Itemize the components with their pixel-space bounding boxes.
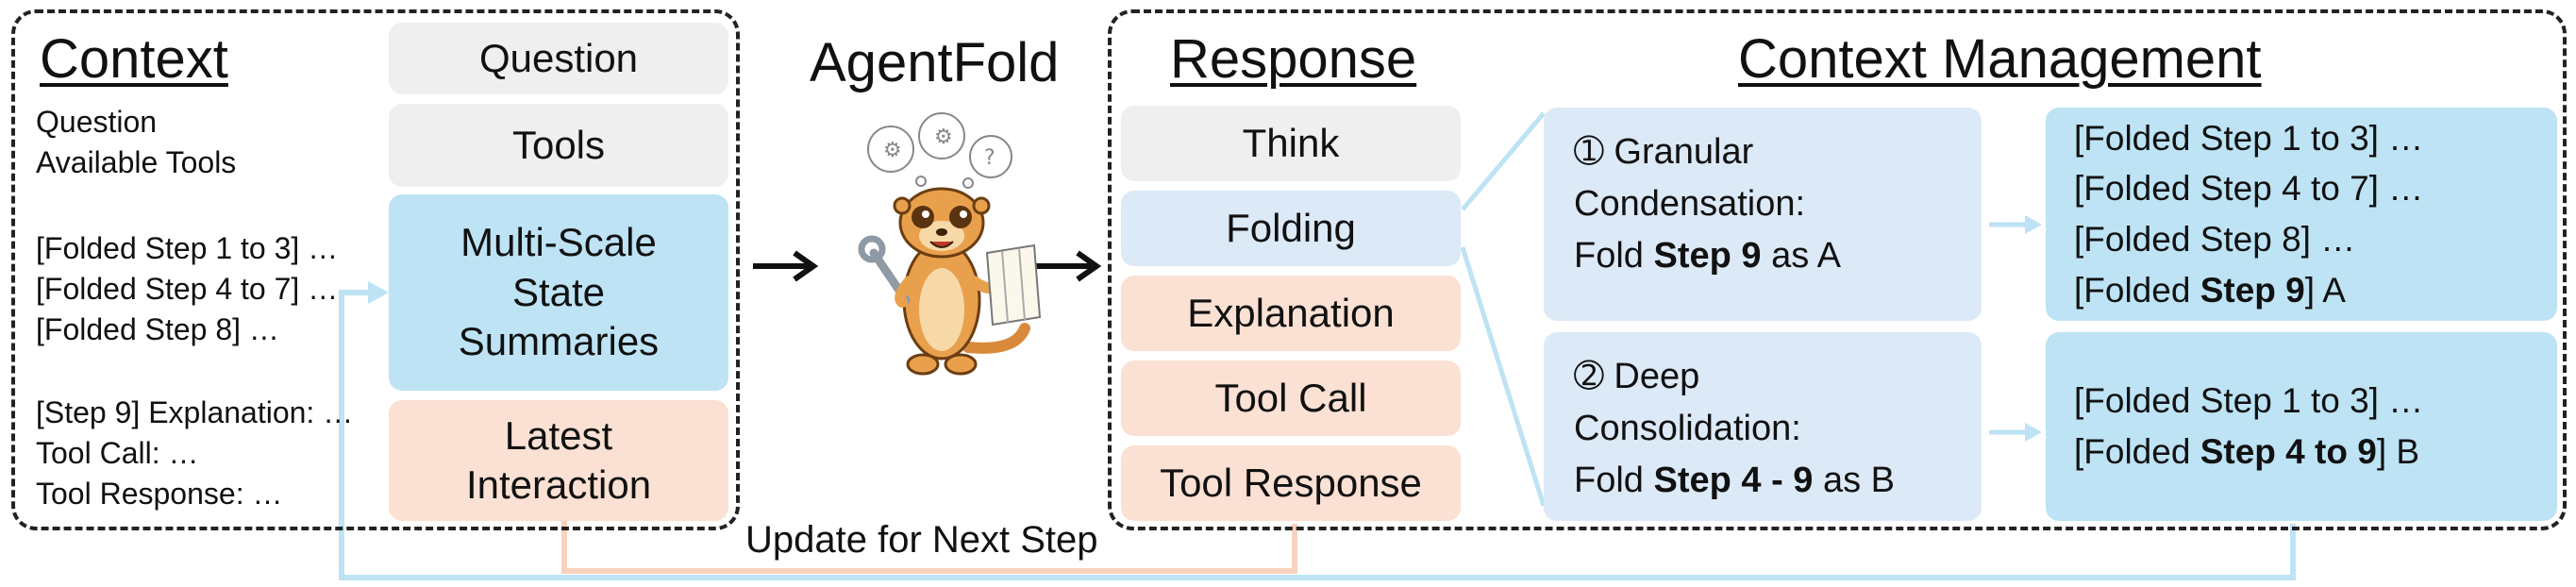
response-think-box: Think — [1121, 106, 1461, 181]
option-number-two: ➁ — [1574, 357, 1604, 396]
response-explanation-box: Explanation — [1121, 276, 1461, 351]
context-tools-line: Available Tools — [36, 145, 237, 179]
summaries-label-line: State — [511, 269, 606, 314]
result-b-line2-prefix: [Folded — [2074, 432, 2200, 471]
context-management-title: Context Management — [1738, 28, 2262, 90]
response-tool-response-box: Tool Response — [1121, 445, 1461, 521]
response-folding-box: Folding — [1121, 191, 1461, 266]
response-tool-call-box: Tool Call — [1121, 361, 1461, 436]
context-question-line: Question — [36, 105, 158, 139]
agent-name: AgentFold — [810, 32, 1060, 93]
context-frame — [11, 9, 740, 530]
response-frame — [1108, 9, 2567, 530]
result-b-line: [Folded Step 1 to 3] … — [2074, 381, 2424, 421]
latest-label-line: Latest — [504, 412, 613, 458]
summaries-label-line: Multi-Scale — [460, 220, 657, 265]
response-item-label: Folding — [1226, 205, 1356, 250]
feedback-line-peach — [561, 521, 1297, 574]
result-a-line: [Folded Step 4 to 7] … — [2074, 169, 2424, 209]
feedback-line-blue — [339, 290, 2296, 580]
connector-line — [1460, 246, 1547, 507]
interaction-line: Tool Call: … — [36, 436, 199, 471]
latest-interaction-box: Latest Interaction — [389, 400, 728, 521]
deep-line2: Consolidation: — [1574, 409, 1801, 449]
deep-consolidation-box: ➁ Deep Consolidation: Fold Step 4 - 9 as… — [1544, 332, 1982, 521]
tools-box: Tools — [389, 104, 728, 187]
interaction-line: [Step 9] Explanation: … — [36, 395, 354, 429]
question-box-label: Question — [478, 35, 639, 80]
latest-label-line: Interaction — [465, 462, 652, 507]
feedback-arrow-blue — [368, 281, 389, 304]
granular-fold-prefix: Fold — [1574, 236, 1654, 277]
arrow-head-b — [2025, 423, 2042, 442]
interaction-line: Tool Response: … — [36, 477, 283, 512]
granular-fold-suffix: as A — [1761, 236, 1842, 277]
response-item-label: Think — [1242, 120, 1340, 165]
result-a-line: [Folded Step 1 to 3] … — [2074, 118, 2424, 158]
svg-text:⚙: ⚙ — [883, 139, 902, 162]
arrow-head-a — [2025, 215, 2042, 234]
meerkat-mascot-icon: ⚙ ⚙ ? — [858, 112, 1042, 376]
svg-text:?: ? — [984, 146, 995, 170]
granular-fold-step: Step 9 — [1653, 236, 1762, 277]
latest-interaction-list: [Step 9] Explanation: … Tool Call: … Too… — [36, 393, 353, 515]
option-number-one: ➀ — [1574, 132, 1604, 172]
svg-text:⚙: ⚙ — [934, 126, 953, 149]
summaries-label-line: Summaries — [458, 319, 660, 364]
tools-box-label: Tools — [511, 122, 606, 167]
folded-step-line: [Folded Step 8] … — [36, 312, 279, 347]
granular-condensation-box: ➀ Granular Condensation: Fold Step 9 as … — [1544, 108, 1982, 321]
deep-fold-step: Step 4 - 9 — [1653, 461, 1814, 501]
folded-step-line: [Folded Step 4 to 7] … — [36, 272, 339, 307]
result-a-line4-suffix: ] A — [2304, 270, 2346, 310]
granular-line2: Condensation: — [1574, 184, 1806, 225]
response-item-label: Tool Response — [1160, 460, 1422, 505]
arrow-to-response-icon — [1036, 250, 1102, 282]
result-a-box: [Folded Step 1 to 3] … [Folded Step 4 to… — [2046, 108, 2557, 321]
granular-line1: Granular — [1614, 132, 1754, 172]
deep-fold-suffix: as B — [1813, 461, 1896, 501]
connector-line — [1461, 111, 1546, 211]
result-b-line2-suffix: ] B — [2376, 432, 2420, 471]
state-summaries-box: Multi-Scale State Summaries — [389, 194, 728, 391]
context-title: Context — [40, 28, 228, 90]
question-box: Question — [389, 23, 728, 94]
arrow-to-agent-icon — [753, 250, 819, 282]
update-next-step-label: Update for Next Step — [738, 517, 1106, 562]
result-a-line4-bold: Step 9 — [2200, 270, 2305, 310]
result-b-line2-bold: Step 4 to 9 — [2200, 432, 2377, 471]
folded-step-line: [Folded Step 1 to 3] … — [36, 231, 339, 265]
result-a-line: [Folded Step 8] … — [2074, 220, 2356, 259]
response-title: Response — [1170, 28, 1417, 90]
deep-fold-prefix: Fold — [1574, 461, 1654, 501]
result-a-line4-prefix: [Folded — [2074, 270, 2200, 310]
response-item-label: Tool Call — [1214, 375, 1367, 420]
result-b-box: [Folded Step 1 to 3] … [Folded Step 4 to… — [2046, 332, 2557, 521]
deep-line1: Deep — [1614, 357, 1700, 396]
response-item-label: Explanation — [1187, 290, 1395, 335]
folded-steps-list: [Folded Step 1 to 3] … [Folded Step 4 to… — [36, 228, 338, 351]
